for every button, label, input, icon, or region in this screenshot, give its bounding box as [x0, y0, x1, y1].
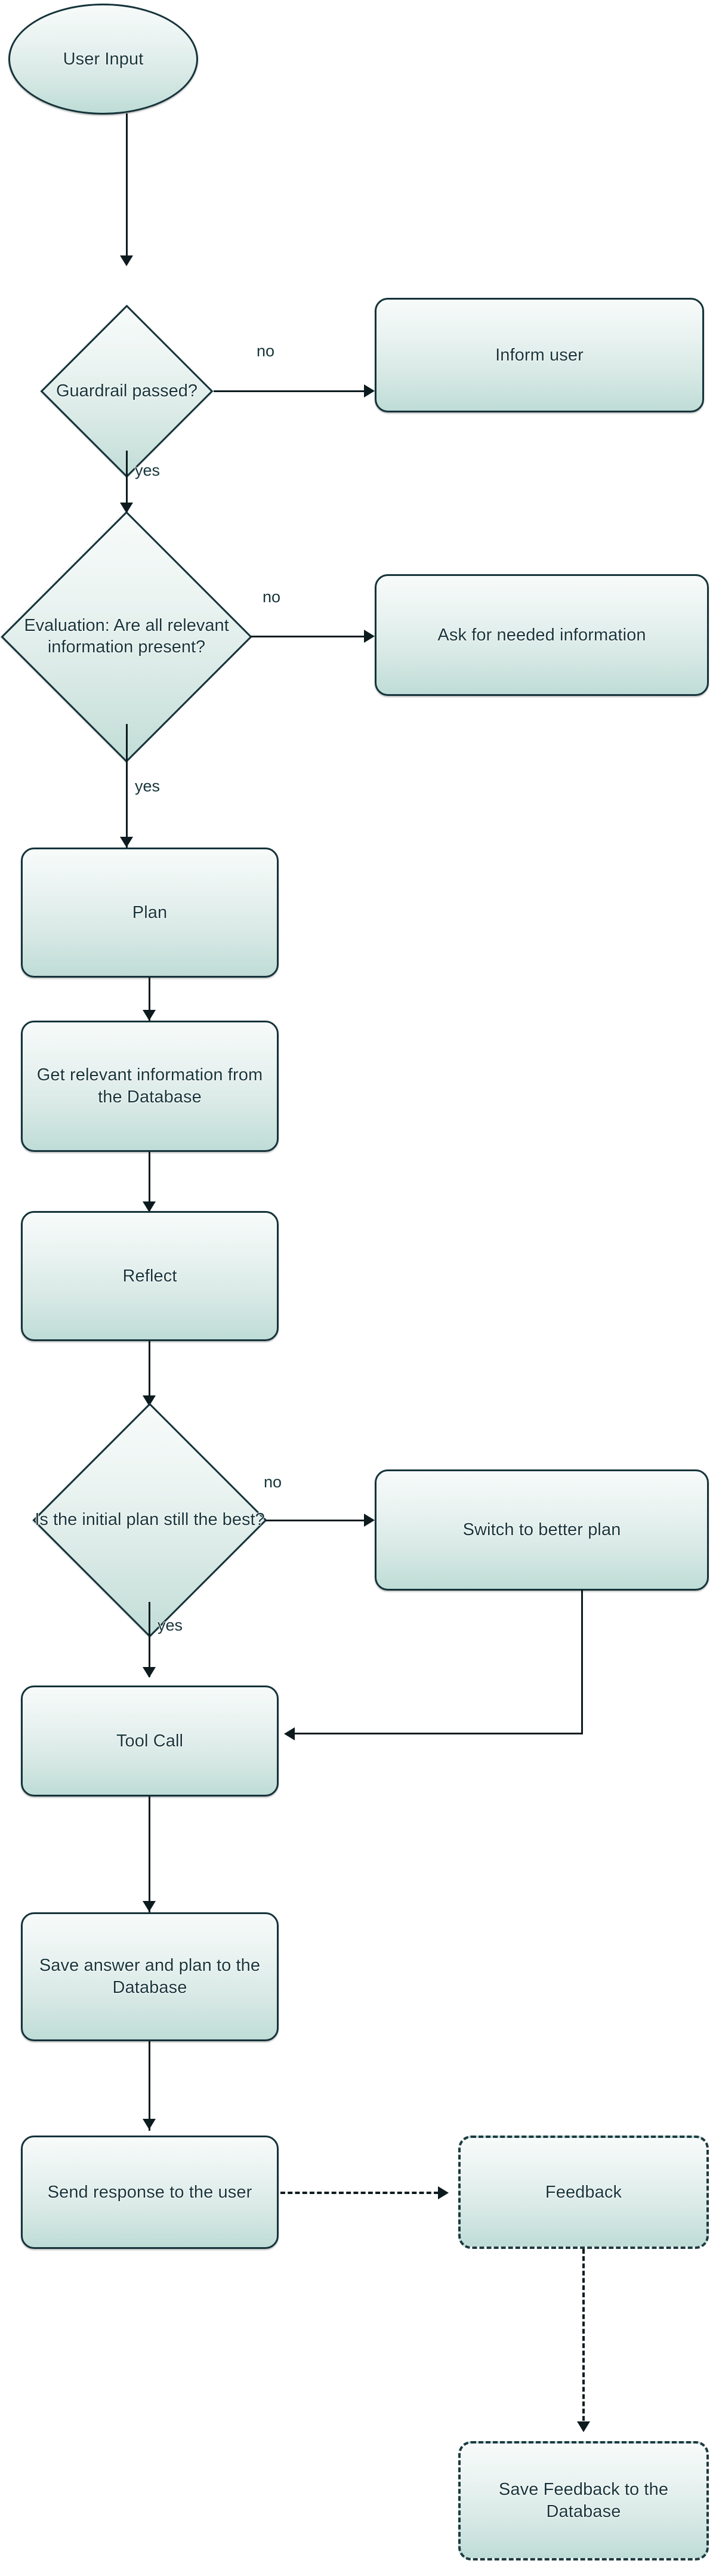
node-evaluation[interactable]: Evaluation: Are all relevant information… [1, 511, 252, 763]
edge-tool-call-to-save-answer [149, 1797, 150, 1913]
edge-user-input-to-guardrail [126, 113, 128, 257]
edge-guardrail-to-inform-user [214, 390, 366, 392]
edge-switch-plan-to-tool-call-arrowhead [284, 1727, 295, 1740]
edge-label-plan-check-no: no [264, 1473, 282, 1491]
node-send-response[interactable]: Send response to the user [21, 2136, 279, 2249]
edge-label-plan-check-yes: yes [158, 1616, 183, 1634]
edge-save-answer-to-send-response [149, 2041, 150, 2131]
node-reflect[interactable]: Reflect [21, 1211, 279, 1341]
node-evaluation-label: Evaluation: Are all relevant information… [24, 616, 229, 657]
node-send-response-label: Send response to the user [47, 2182, 252, 2202]
edge-guardrail-to-evaluation [126, 451, 128, 513]
node-guardrail[interactable]: Guardrail passed? [40, 304, 214, 478]
node-feedback[interactable]: Feedback [458, 2136, 709, 2249]
edge-plan-to-get-info-arrowhead [143, 1010, 156, 1021]
edge-switch-plan-to-tool-call-vertical [581, 1589, 583, 1734]
edge-plan-to-get-info [149, 978, 150, 1022]
node-reflect-label: Reflect [122, 1266, 177, 1286]
node-save-feedback[interactable]: Save Feedback to the Database [458, 2441, 709, 2560]
edge-send-response-to-feedback-arrowhead [438, 2186, 449, 2199]
edge-save-answer-to-send-response-arrowhead [143, 2119, 156, 2130]
node-inform-user[interactable]: Inform user [375, 298, 704, 412]
node-tool-call-label: Tool Call [116, 1731, 184, 1751]
edge-label-guardrail-no: no [257, 342, 275, 360]
edge-plan-check-to-switch-plan-arrowhead [364, 1514, 375, 1527]
edge-feedback-to-save-feedback-arrowhead [577, 2421, 590, 2432]
node-user-input-label: User Input [63, 49, 144, 69]
node-ask-info-label: Ask for needed information [437, 625, 646, 645]
node-save-answer[interactable]: Save answer and plan to the Database [21, 1912, 279, 2041]
node-get-info[interactable]: Get relevant information from the Databa… [21, 1021, 279, 1152]
edge-tool-call-to-save-answer-arrowhead [143, 1901, 156, 1912]
node-inform-user-label: Inform user [495, 345, 584, 365]
edge-feedback-to-save-feedback [582, 2249, 585, 2428]
node-plan-label: Plan [132, 902, 168, 922]
node-switch-plan[interactable]: Switch to better plan [375, 1469, 709, 1591]
node-get-info-label: Get relevant information from the Databa… [36, 1065, 263, 1107]
edge-user-input-to-guardrail-arrowhead [120, 255, 133, 266]
edge-evaluation-to-ask-info [251, 636, 366, 637]
edge-reflect-to-plan-check [149, 1341, 150, 1407]
edge-evaluation-to-plan [126, 724, 128, 848]
node-tool-call[interactable]: Tool Call [21, 1686, 279, 1797]
node-user-input[interactable]: User Input [8, 4, 198, 115]
edge-plan-check-to-tool-call-arrowhead [143, 1667, 156, 1678]
node-plan-check-label: Is the initial plan still the best? [35, 1510, 265, 1530]
edge-get-info-to-reflect-arrowhead [143, 1201, 156, 1212]
node-plan[interactable]: Plan [21, 848, 279, 978]
node-switch-plan-label: Switch to better plan [462, 1520, 621, 1540]
node-guardrail-label: Guardrail passed? [56, 381, 197, 400]
edge-label-evaluation-yes: yes [135, 777, 161, 795]
edge-guardrail-to-inform-user-arrowhead [364, 384, 375, 398]
edge-evaluation-to-plan-arrowhead [120, 837, 133, 848]
node-plan-check[interactable]: Is the initial plan still the best? [32, 1403, 267, 1638]
edge-plan-check-to-switch-plan [266, 1520, 366, 1521]
edge-send-response-to-feedback [280, 2192, 439, 2194]
edge-evaluation-to-ask-info-arrowhead [364, 630, 375, 643]
node-ask-info[interactable]: Ask for needed information [375, 574, 709, 696]
edge-label-guardrail-yes: yes [135, 461, 161, 479]
edge-label-evaluation-no: no [263, 588, 281, 606]
edge-switch-plan-to-tool-call-horizontal [295, 1733, 583, 1734]
edge-plan-check-to-tool-call [149, 1602, 150, 1677]
edge-get-info-to-reflect [149, 1152, 150, 1214]
edge-guardrail-to-evaluation-arrowhead [120, 503, 133, 513]
edge-reflect-to-plan-check-arrowhead [143, 1395, 156, 1406]
node-save-answer-label: Save answer and plan to the Database [39, 1956, 261, 1997]
node-feedback-label: Feedback [545, 2182, 622, 2202]
node-save-feedback-label: Save Feedback to the Database [498, 2480, 669, 2521]
